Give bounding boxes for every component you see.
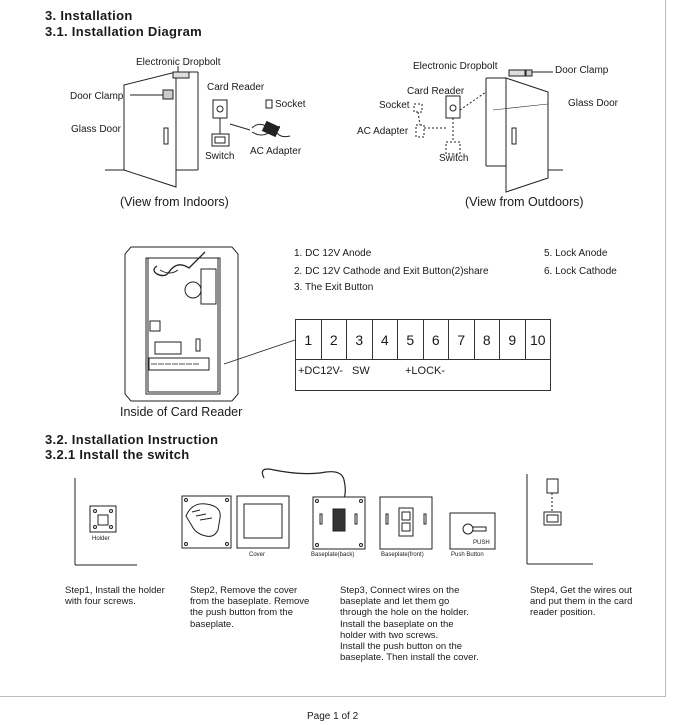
instruction-heading: 3.2. Installation Instruction bbox=[45, 432, 219, 447]
pin-8: 8 bbox=[475, 320, 500, 359]
outdoor-caption: (View from Outdoors) bbox=[465, 195, 584, 209]
outdoor-dropbolt-label: Electronic Dropbolt bbox=[413, 61, 498, 72]
outdoor-card-reader-label: Card Reader bbox=[407, 86, 465, 97]
push-button-drawing bbox=[449, 512, 496, 550]
outdoor-door-clamp-label: Door Clamp bbox=[555, 65, 609, 76]
pin-6: 6 bbox=[424, 320, 449, 359]
wiring-note-3: 3. The Exit Button bbox=[294, 282, 374, 293]
indoor-dropbolt-label: Electronic Dropbolt bbox=[136, 57, 221, 68]
baseplate-back-drawing bbox=[261, 468, 366, 550]
indoor-ac-adapter-label: AC Adapter bbox=[250, 146, 302, 157]
page-frame bbox=[0, 0, 666, 697]
step4-text: Step4, Get the wires out and put them in… bbox=[530, 585, 633, 619]
indoor-door-clamp-label: Door Clamp bbox=[70, 91, 124, 102]
indoor-switch-label: Switch bbox=[205, 151, 235, 162]
section-heading: 3. Installation bbox=[45, 8, 133, 23]
outdoor-glass-door-label: Glass Door bbox=[568, 98, 619, 109]
wiring-note-6: 6. Lock Cathode bbox=[544, 266, 617, 277]
pin-label-row: +DC12V- SW +LOCK- bbox=[296, 360, 550, 393]
indoor-door-drawing bbox=[105, 66, 291, 188]
dc12v-label: +DC12V- bbox=[298, 365, 343, 377]
push-text: PUSH bbox=[473, 540, 490, 546]
baseplate-back-label: Baseplate(back) bbox=[311, 552, 355, 558]
pin-9: 9 bbox=[500, 320, 526, 359]
step3-text: Step3, Connect wires on the baseplate an… bbox=[340, 585, 479, 664]
holder-drawing bbox=[74, 478, 137, 566]
outdoor-socket-label: Socket bbox=[379, 100, 410, 111]
push-button-label: Push Button bbox=[451, 552, 484, 558]
reader-inside-drawing bbox=[124, 246, 296, 402]
pin-10: 10 bbox=[529, 331, 546, 348]
outdoor-door-drawing bbox=[413, 69, 563, 193]
cover-drawing bbox=[236, 495, 290, 549]
pin-number-row: 1 2 3 4 5 6 7 8 9 10 bbox=[296, 320, 550, 360]
indoor-socket-label: Socket bbox=[275, 99, 306, 110]
indoor-glass-door-label: Glass Door bbox=[71, 124, 122, 135]
wiring-note-5: 5. Lock Anode bbox=[544, 248, 608, 259]
step1-text: Step1, Install the holder with four scre… bbox=[65, 585, 165, 608]
indoor-caption: (View from Indoors) bbox=[120, 195, 229, 209]
step2-text: Step2, Remove the cover from the basepla… bbox=[190, 585, 310, 630]
outdoor-ac-adapter-label: AC Adapter bbox=[357, 126, 409, 137]
pin-1: 1 bbox=[296, 320, 322, 359]
page-number: Page 1 of 2 bbox=[307, 711, 359, 722]
wiring-note-2: 2. DC 12V Cathode and Exit Button(2)shar… bbox=[294, 266, 489, 277]
terminal-pin-table: 1 2 3 4 5 6 7 8 9 10 +DC12V- SW +LOCK- bbox=[295, 319, 551, 391]
pin-5: 5 bbox=[398, 320, 424, 359]
indoor-card-reader-label: Card Reader bbox=[207, 82, 265, 93]
reader-inside-caption: Inside of Card Reader bbox=[120, 405, 243, 419]
step4-wall-drawing bbox=[526, 474, 593, 565]
pin-4: 4 bbox=[373, 320, 398, 359]
outdoor-switch-label: Switch bbox=[439, 153, 469, 164]
baseplate-hand-drawing bbox=[181, 495, 232, 549]
wiring-note-1: 1. DC 12V Anode bbox=[294, 248, 372, 259]
pin-3: 3 bbox=[347, 320, 373, 359]
diagram-heading: 3.1. Installation Diagram bbox=[45, 24, 203, 39]
holder-label: Holder bbox=[92, 536, 110, 542]
pin-2: 2 bbox=[322, 320, 347, 359]
switch-heading: 3.2.1 Install the switch bbox=[45, 447, 190, 462]
baseplate-front-label: Baseplate(front) bbox=[381, 552, 424, 558]
cover-label: Cover bbox=[249, 552, 266, 558]
pin-7: 7 bbox=[449, 320, 475, 359]
lock-label: +LOCK- bbox=[405, 365, 446, 377]
baseplate-front-drawing bbox=[379, 496, 433, 550]
sw-label: SW bbox=[352, 365, 370, 377]
